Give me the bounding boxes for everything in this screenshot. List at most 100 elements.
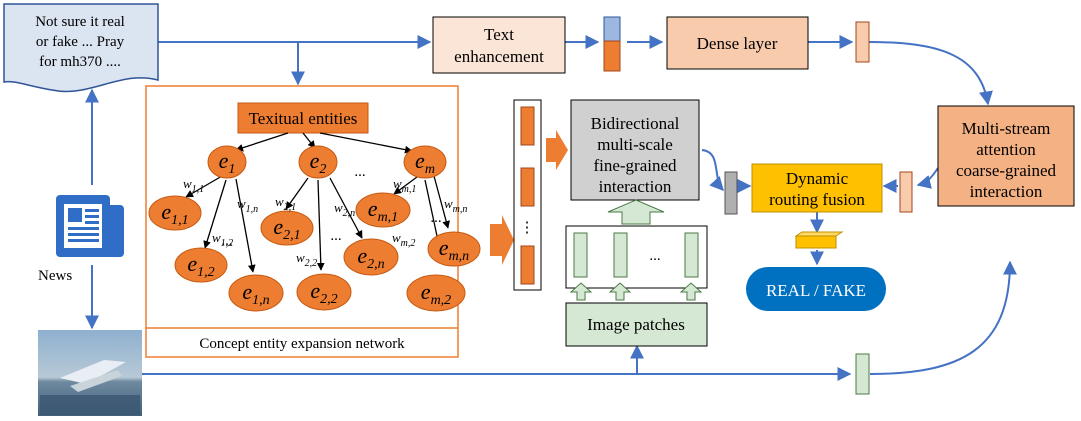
entity-sub: 1,2 — [197, 265, 215, 280]
weight-base: w — [393, 176, 402, 191]
newspaper-icon — [56, 195, 124, 257]
weight-base: w — [275, 194, 284, 209]
concept-network-label: Concept entity expansion network — [199, 336, 405, 352]
bidirectional-line-2: multi-scale — [597, 135, 673, 154]
fused-token — [794, 231, 844, 249]
tweet-line-3: for mh370 .... — [39, 54, 121, 70]
svg-text:wm,2: wm,2 — [392, 230, 415, 249]
entity-em: em — [403, 145, 447, 179]
entity-base: e — [357, 243, 367, 268]
entity-sub: m,n — [449, 249, 470, 264]
entity-emn: em,n — [427, 231, 481, 267]
weight-base: w — [444, 196, 453, 211]
network-output-arrow — [490, 215, 514, 265]
text-enhancement-box: Text enhancement — [432, 16, 566, 74]
entity-ellipsis: ... — [354, 164, 365, 180]
entity-e1: e1 — [207, 145, 247, 179]
fine-grained-token — [724, 171, 738, 215]
tweet-document: Not sure it real or fake ... Pray for mh… — [3, 3, 159, 93]
entity-e11: e1,1 — [148, 195, 202, 231]
entity-base: e — [368, 196, 378, 221]
weight-base: w — [334, 200, 343, 215]
entity-e12: e1,2 — [174, 247, 228, 283]
svg-text:e1,2: e1,2 — [187, 251, 214, 280]
svg-text:w2,1: w2,1 — [275, 194, 296, 213]
svg-text:w1,2: w1,2 — [212, 230, 233, 249]
patch-up-arrows — [569, 282, 703, 301]
entity-base: e — [415, 148, 425, 173]
patch-ellipsis: ... — [649, 248, 660, 264]
dense-output-token — [855, 21, 870, 63]
weight-base: w — [296, 250, 305, 265]
weight-sub: 2,n — [343, 208, 356, 219]
weight-sub: m,1 — [402, 184, 417, 195]
entity-sub: m,2 — [431, 293, 452, 308]
output-text: REAL / FAKE — [766, 281, 866, 300]
bidirectional-line-4: interaction — [599, 177, 672, 196]
entity-sub: 2 — [319, 162, 326, 177]
svg-text:w1,1: w1,1 — [183, 176, 204, 195]
weight-sub: 2,2 — [305, 258, 318, 269]
entity-e2n: e2,n — [343, 238, 399, 276]
entity-base: e — [421, 279, 431, 304]
svg-text:em,1: em,1 — [368, 196, 398, 225]
svg-text:wm,1: wm,1 — [393, 176, 416, 195]
multi-stream-attention-box: Multi-stream attention coarse-grained in… — [937, 105, 1075, 207]
weight-sub: 1,n — [246, 204, 259, 215]
svg-text:e1,1: e1,1 — [161, 199, 188, 228]
entity-sub: 2,n — [367, 257, 385, 272]
multi-stream-line-3: coarse-grained — [956, 161, 1057, 180]
bidirectional-line-1: Bidirectional — [591, 114, 680, 133]
tweet-line-1: Not sure it real — [35, 14, 125, 30]
weight-sub: 1,2 — [221, 238, 234, 249]
weight-sub: 1,1 — [192, 184, 205, 195]
stack-output-arrow — [546, 130, 568, 170]
image-patches-box: Image patches — [565, 302, 708, 347]
output-label-box: REAL / FAKE — [746, 267, 886, 311]
multi-stream-line-4: interaction — [970, 182, 1043, 201]
token-vertical-ellipsis: ⋮ — [520, 220, 535, 236]
entity-e22: e2,2 — [296, 273, 352, 311]
entity-base: e — [161, 199, 171, 224]
patch-tokens: ... — [565, 225, 708, 289]
svg-text:wm,n: wm,n — [444, 196, 467, 215]
svg-text:e2,2: e2,2 — [310, 278, 337, 307]
entity-em2: em,2 — [406, 274, 466, 312]
svg-text:em: em — [415, 148, 435, 177]
entity-sub: 2,1 — [283, 228, 301, 243]
svg-text:e2: e2 — [310, 148, 327, 177]
weight-base: w — [212, 230, 221, 245]
children-ellipsis-2: ... — [330, 228, 341, 244]
dense-layer-box: Dense layer — [666, 16, 809, 70]
bidirectional-interaction-box: Bidirectional multi-scale fine-grained i… — [570, 99, 700, 201]
entity-base: e — [310, 278, 320, 303]
weight-base: w — [392, 230, 401, 245]
svg-text:w1,n: w1,n — [237, 196, 258, 215]
children-ellipsis-3: ... — [430, 210, 441, 226]
entity-base: e — [273, 214, 283, 239]
entity-base: e — [439, 235, 449, 260]
news-label: News — [38, 268, 72, 284]
weight-sub: m,2 — [401, 238, 416, 249]
multi-stream-line-2: attention — [976, 140, 1036, 159]
routing-line-2: routing fusion — [769, 190, 865, 209]
entity-sub: 2,2 — [320, 292, 338, 307]
entity-e21: e2,1 — [260, 210, 314, 246]
image-feature-token — [855, 353, 870, 395]
bidirectional-line-3: fine-grained — [593, 156, 677, 175]
svg-text:e2,1: e2,1 — [273, 214, 300, 243]
news-image — [38, 330, 142, 416]
entity-base: e — [310, 148, 320, 173]
weight-sub: m,n — [453, 204, 468, 215]
multi-stream-line-1: Multi-stream — [962, 119, 1051, 138]
svg-text:e1,n: e1,n — [242, 279, 269, 308]
entity-sub: 1 — [228, 162, 235, 177]
svg-text:w2,2: w2,2 — [296, 250, 317, 269]
svg-text:e2,n: e2,n — [357, 243, 384, 272]
svg-text:em,n: em,n — [439, 235, 469, 264]
enhanced-token — [603, 16, 621, 72]
weight-base: w — [237, 196, 246, 211]
entity-e1n: e1,n — [228, 274, 284, 312]
entity-em1: em,1 — [355, 192, 411, 228]
textual-entities-label: Texitual entities — [249, 109, 358, 128]
